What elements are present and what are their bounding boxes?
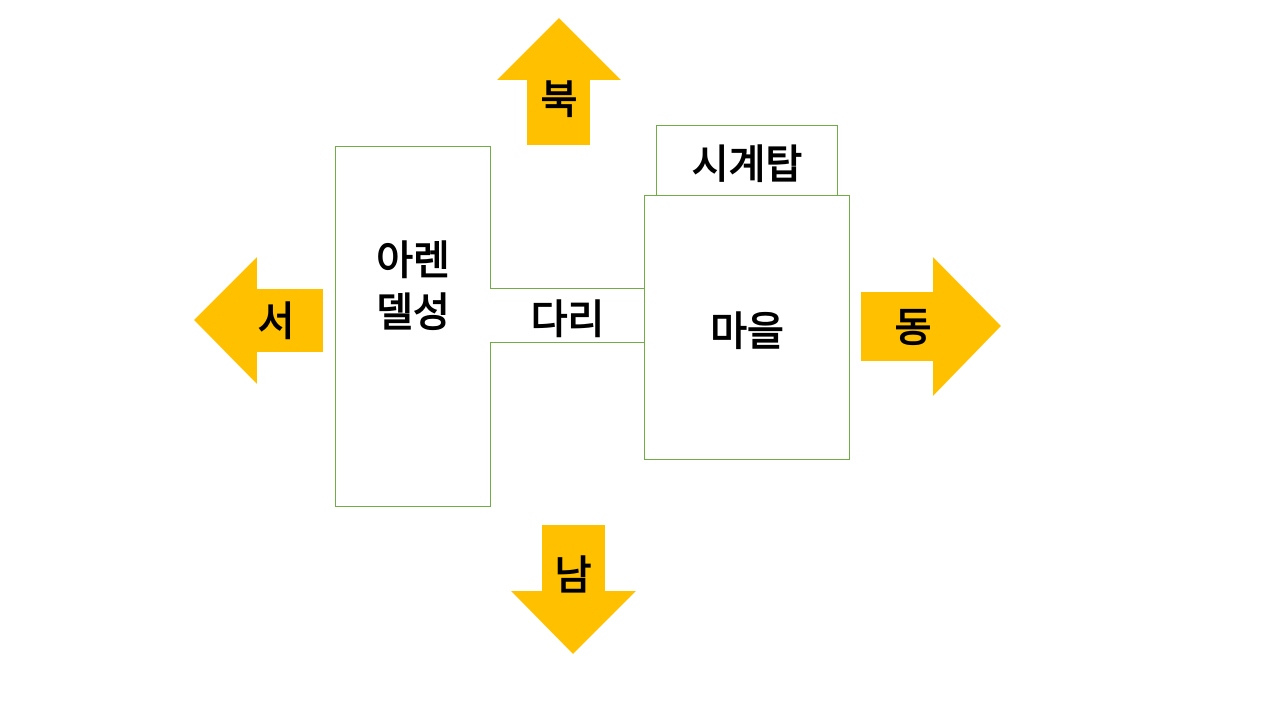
west-arrow-shape (194, 257, 323, 384)
clock-tower-label: 시계탑 (691, 141, 803, 188)
north-label: 북 (540, 77, 578, 123)
south-arrow-shape (511, 525, 636, 654)
south-label: 남 (554, 553, 592, 599)
castle-label: 아렌 델성 (376, 237, 450, 336)
east-arrow-shape (861, 257, 1001, 396)
east-label: 동 (894, 305, 932, 351)
town-label: 마을 (710, 308, 784, 355)
town-box: 마을 (644, 195, 850, 460)
clock-tower-box: 시계탑 (656, 125, 838, 196)
bridge-label: 다리 (530, 296, 605, 343)
north-arrow-shape (497, 18, 621, 145)
west-label: 서 (257, 299, 295, 345)
castle-box: 아렌 델성 (335, 146, 491, 507)
bridge-box: 다리 (490, 288, 645, 343)
